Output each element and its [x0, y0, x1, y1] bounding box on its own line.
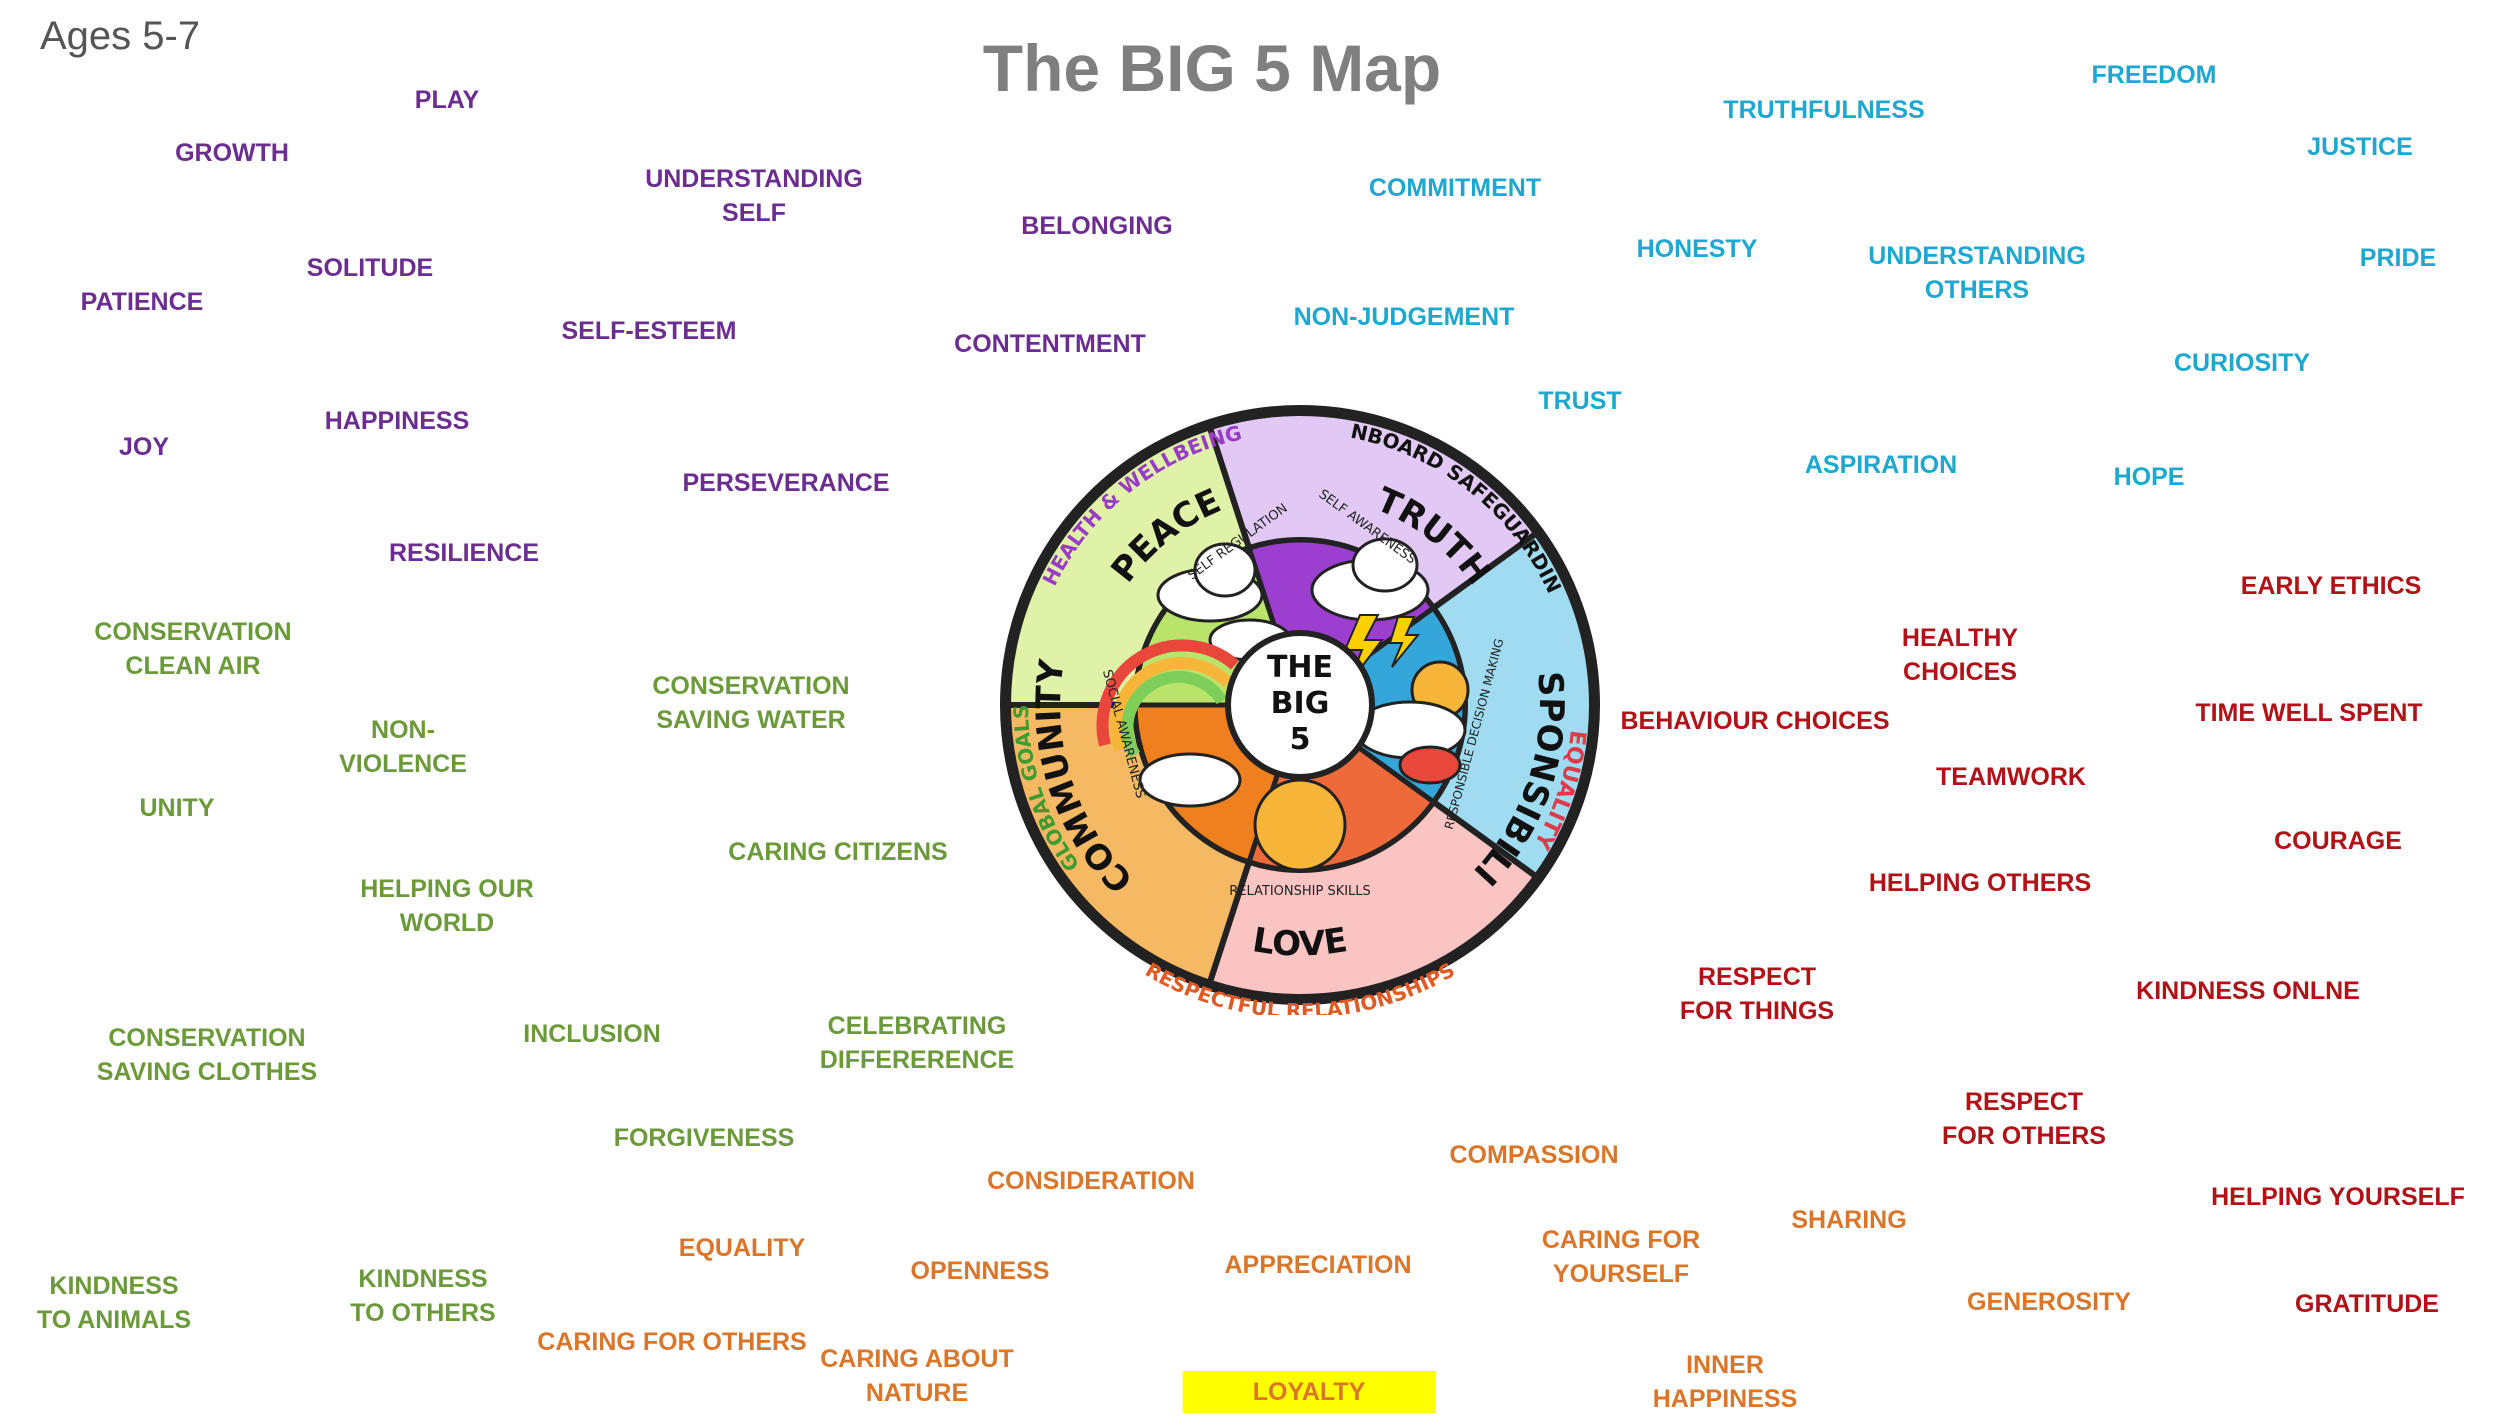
value-word-self-esteem: SELF-ESTEEM — [561, 317, 737, 345]
value-word-time-well-spent: TIME WELL SPENT — [2195, 699, 2423, 727]
svg-text:LOVE: LOVE — [1250, 920, 1350, 965]
value-word-behaviour-choices: BEHAVIOUR CHOICES — [1620, 707, 1890, 735]
value-word-helping-yourself: HELPING YOURSELF — [2211, 1183, 2465, 1211]
value-word-helping-others: HELPING OTHERS — [1868, 869, 2092, 897]
value-word-pride: PRIDE — [2359, 244, 2437, 272]
value-word-happiness: HAPPINESS — [324, 407, 470, 435]
value-word-belonging: BELONGING — [1021, 212, 1173, 240]
value-word-conservation-saving-water: CONSERVATION SAVING WATER — [652, 672, 850, 734]
value-word-caring-for-others: CARING FOR OTHERS — [537, 1328, 807, 1356]
value-word-caring-for-yourself: CARING FOR YOURSELF — [1541, 1226, 1701, 1288]
sun-cloud-icon — [1353, 660, 1470, 785]
wheel-center-line-2: BIG — [1271, 686, 1330, 721]
value-word-respect-for-things: RESPECT FOR THINGS — [1679, 963, 1835, 1025]
value-word-justice: JUSTICE — [2307, 133, 2413, 161]
value-word-caring-about-nature: CARING ABOUT NATURE — [820, 1345, 1014, 1407]
value-word-kindness-to-animals: KINDNESS TO ANIMALS — [36, 1272, 192, 1334]
value-word-aspiration: ASPIRATION — [1804, 451, 1958, 479]
big5-wheel: THE BIG 5 HEALTH & WELLBEING PEACE ONBOA… — [1000, 405, 1600, 1015]
age-label: Ages 5-7 — [40, 14, 201, 58]
value-word-early-ethics: EARLY ETHICS — [2240, 572, 2422, 600]
value-word-trust: TRUST — [1538, 387, 1622, 415]
value-word-teamwork: TEAMWORK — [1936, 763, 2086, 791]
value-word-loyalty-highlighted: LOYALTY — [1182, 1371, 1436, 1413]
value-word-resilience: RESILIENCE — [388, 539, 540, 567]
value-word-sharing: SHARING — [1791, 1206, 1907, 1234]
value-word-contentment: CONTENTMENT — [954, 330, 1146, 358]
value-word-honesty: HONESTY — [1636, 235, 1758, 263]
value-word-understanding-self: UNDERSTANDING SELF — [645, 165, 863, 227]
value-word-courage: COURAGE — [2274, 827, 2402, 855]
value-word-gratitude: GRATITUDE — [2295, 1290, 2439, 1318]
value-word-generosity: GENEROSITY — [1967, 1288, 2131, 1316]
value-word-inclusion: INCLUSION — [523, 1020, 661, 1048]
value-word-perseverance: PERSEVERANCE — [682, 469, 890, 497]
value-word-curiosity: CURIOSITY — [2173, 349, 2311, 377]
rainbow-icon — [1096, 639, 1242, 808]
value-word-kindness-to-others: KINDNESS TO OTHERS — [350, 1265, 496, 1327]
sun-icon — [1253, 778, 1347, 872]
wheel-center-line-1: THE — [1267, 650, 1333, 685]
value-word-compassion: COMPASSION — [1449, 1141, 1619, 1169]
wheel-center — [1225, 630, 1375, 780]
value-word-equality: EQUALITY — [678, 1234, 806, 1262]
value-word-commitment: COMMITMENT — [1368, 174, 1542, 202]
value-word-respect-for-others: RESPECT FOR OTHERS — [1942, 1088, 2106, 1150]
love-title: LOVE — [1250, 920, 1350, 965]
value-word-freedom: FREEDOM — [2091, 61, 2217, 89]
value-word-growth: GROWTH — [175, 139, 289, 167]
value-word-healthy-choices: HEALTHY CHOICES — [1901, 624, 2019, 686]
storm-cloud-icon — [1310, 537, 1430, 686]
value-word-forgiveness: FORGIVENESS — [613, 1124, 795, 1152]
value-word-truthfulness: TRUTHFULNESS — [1723, 96, 1925, 124]
value-word-non-judgement: NON-JUDGEMENT — [1293, 303, 1515, 331]
value-word-conservation-saving-clothes: CONSERVATION SAVING CLOTHES — [96, 1024, 318, 1086]
value-word-play: PLAY — [414, 86, 480, 114]
value-word-celebrating-difference: CELEBRATING DIFFERERENCE — [819, 1012, 1015, 1074]
value-word-caring-citizens: CARING CITIZENS — [728, 838, 948, 866]
wheel-center-line-3: 5 — [1290, 722, 1311, 757]
value-word-unity: UNITY — [139, 794, 215, 822]
page-title: The BIG 5 Map — [982, 31, 1442, 105]
value-word-non-violence: NON- VIOLENCE — [339, 716, 467, 778]
value-word-conservation-clean-air: CONSERVATION CLEAN AIR — [94, 618, 292, 680]
value-word-kindness-online: KINDNESS ONLNE — [2136, 977, 2360, 1005]
value-word-helping-our-world: HELPING OUR WORLD — [360, 875, 534, 937]
love-inner-label: RELATIONSHIP SKILLS — [1229, 884, 1371, 899]
value-word-patience: PATIENCE — [80, 288, 204, 316]
value-word-understanding-others: UNDERSTANDING OTHERS — [1868, 242, 2086, 304]
value-word-solitude: SOLITUDE — [306, 254, 434, 282]
value-word-joy: JOY — [118, 433, 170, 461]
value-word-openness: OPENNESS — [910, 1257, 1050, 1285]
value-word-consideration: CONSIDERATION — [987, 1167, 1195, 1195]
value-word-hope: HOPE — [2113, 463, 2185, 491]
value-word-appreciation: APPRECIATION — [1224, 1251, 1412, 1279]
